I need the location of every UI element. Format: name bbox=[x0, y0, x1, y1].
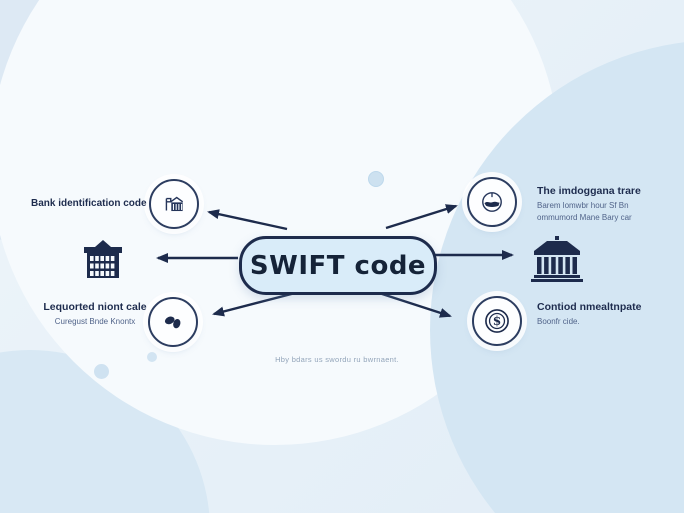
label-top-right-line3: ommumord Mane Bary car bbox=[537, 212, 632, 222]
label-bottom-left-title: Lequorted niont cale bbox=[43, 301, 147, 313]
footnote-text: Hby bdars us swordu ru bwrnaent. bbox=[275, 355, 399, 364]
swift-code-node: SWIFT code bbox=[239, 236, 437, 295]
label-top-right-line2: Barem lomwbr hour Sf Bn bbox=[537, 201, 629, 211]
label-bottom-left-subtitle: Curegust Bnde Knontx bbox=[54, 317, 136, 327]
bank-columns-icon bbox=[531, 236, 583, 287]
office-building-icon bbox=[80, 238, 126, 285]
label-top-right: The imdoggana trare Barem lomwbr hour Sf… bbox=[537, 185, 671, 223]
label-bottom-right: Contiod nmealtnpate Boonfr cide. bbox=[537, 301, 671, 328]
handshake-icon bbox=[148, 297, 198, 347]
swift-code-label: SWIFT code bbox=[249, 250, 427, 281]
label-top-right-title: The imdoggana trare bbox=[537, 185, 641, 197]
decorative-dot bbox=[147, 352, 157, 362]
svg-text:$: $ bbox=[493, 313, 502, 328]
label-bottom-left: Lequorted niont cale Curegust Bnde Knont… bbox=[34, 301, 156, 328]
label-bottom-right-subtitle: Boonfr cide. bbox=[537, 317, 580, 327]
dollar-coin-icon: $ bbox=[472, 296, 522, 346]
bank-sketch-icon bbox=[149, 179, 199, 229]
label-bank-identification-code: Bank identification code bbox=[31, 198, 147, 209]
decorative-dot bbox=[94, 364, 109, 379]
label-bottom-right-title: Contiod nmealtnpate bbox=[537, 301, 642, 313]
globe-icon bbox=[467, 177, 517, 227]
decorative-dot bbox=[368, 171, 384, 187]
